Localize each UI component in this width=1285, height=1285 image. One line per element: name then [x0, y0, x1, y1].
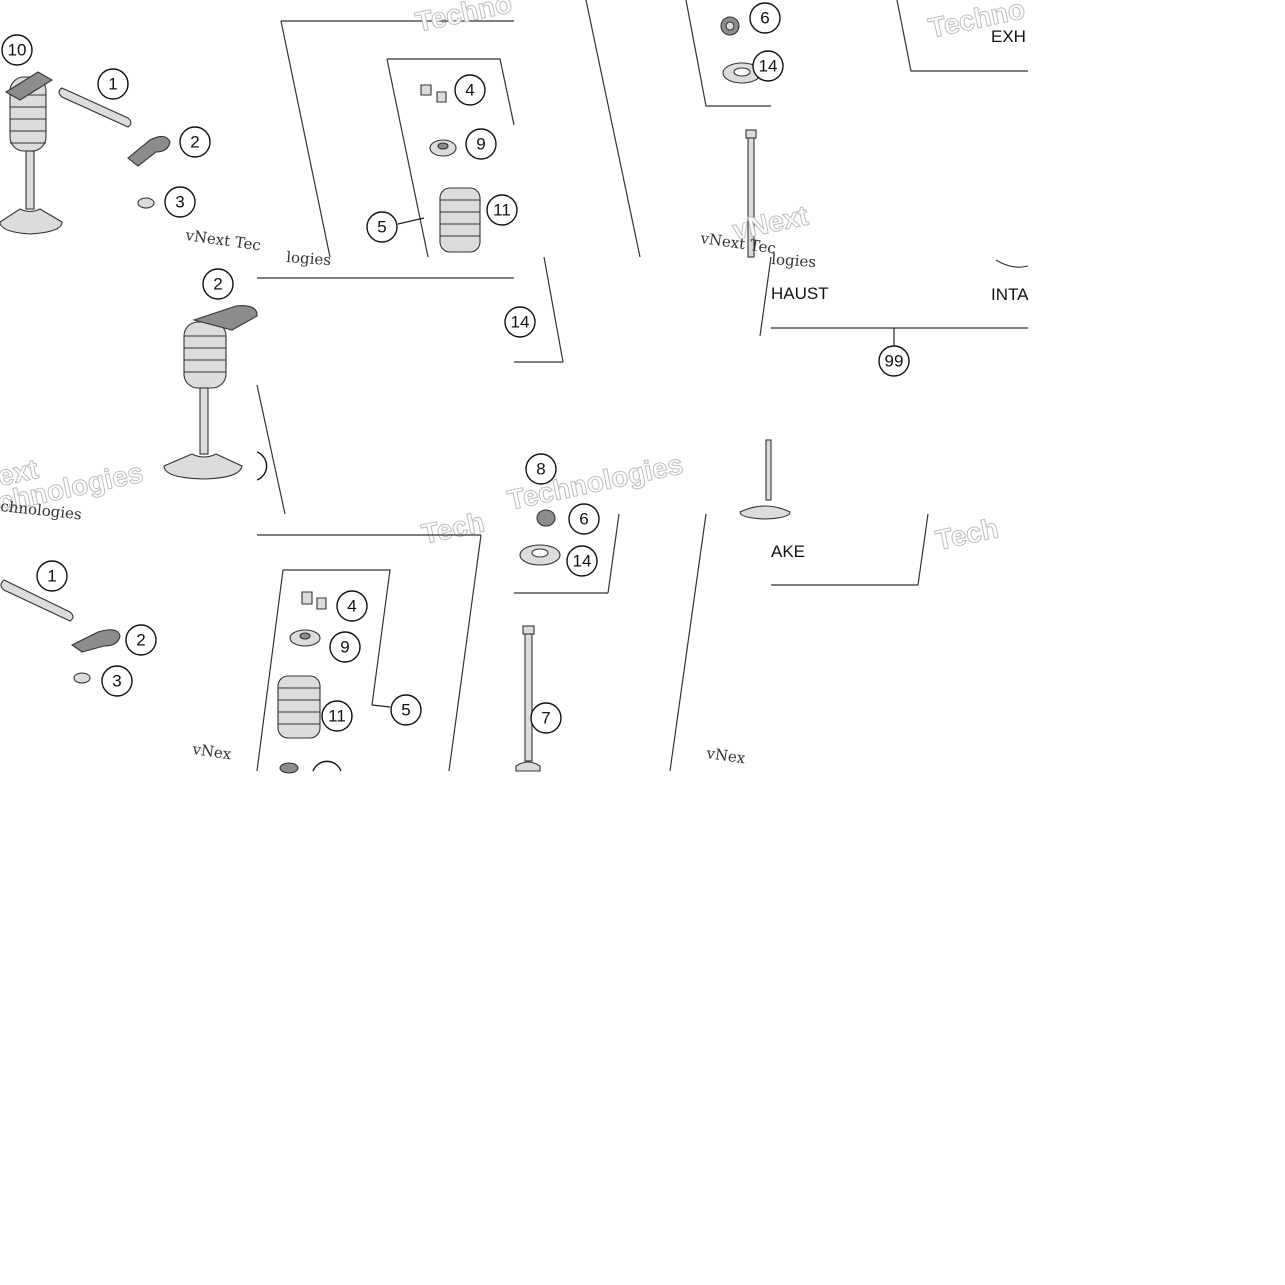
svg-text:1: 1	[108, 75, 117, 94]
spring-seat-washer-part	[519, 544, 561, 566]
callout-4: 4	[336, 590, 368, 622]
callout-4: 4	[454, 74, 486, 106]
intake-label: AKE	[771, 542, 805, 561]
spring-seat-washer-part	[722, 62, 762, 84]
tile-6-seal-assembly: 14 8 6 14 Technologies Tech	[418, 256, 686, 594]
svg-text:7: 7	[541, 709, 550, 728]
callout-14: 14	[504, 306, 536, 338]
svg-text:10: 10	[8, 41, 27, 60]
valve-stem-seal-part	[536, 509, 556, 527]
svg-text:11: 11	[328, 707, 346, 726]
valve-spring-part	[439, 187, 481, 253]
exhaust-label: HAUST	[771, 284, 829, 303]
tile-9-rocker-arm-assembly: 1 2 3 4 9 11 5 vNex	[0, 534, 482, 774]
valve-keeper-part	[420, 84, 447, 103]
watermark-text: Tech	[933, 512, 1001, 555]
svg-text:3: 3	[112, 672, 121, 691]
callout-2: 2	[179, 126, 211, 158]
valve-spring-part	[277, 675, 321, 739]
watermark-text: vNex	[704, 744, 747, 767]
callout-9: 9	[329, 631, 361, 663]
callout-5: 5	[390, 694, 422, 726]
svg-text:1: 1	[47, 567, 56, 586]
callout-14: 14	[752, 50, 784, 82]
spring-retainer-part	[429, 139, 457, 157]
svg-text:14: 14	[573, 552, 592, 571]
rocker-arm-part	[127, 135, 171, 167]
svg-text:8: 8	[536, 460, 545, 479]
svg-text:3: 3	[175, 193, 184, 212]
spring-retainer-part	[289, 629, 321, 647]
svg-text:9: 9	[476, 135, 485, 154]
callout-1: 1	[36, 560, 68, 592]
svg-text:4: 4	[465, 81, 474, 100]
valve-keeper-part	[301, 591, 327, 610]
svg-text:2: 2	[213, 275, 222, 294]
tile-2-exhaust-seal-assembly: 6 14 vNext Tec vNext	[585, 0, 811, 258]
callout-14: 14	[566, 545, 598, 577]
svg-text:14: 14	[511, 313, 530, 332]
valve-stem-seal-part	[279, 762, 299, 774]
callout-7: 7	[530, 702, 562, 734]
callout-10: 10	[1, 34, 33, 66]
callout-3: 3	[101, 665, 133, 697]
callout-5: 5	[366, 211, 398, 243]
valve-stem-seal-part	[720, 16, 740, 36]
callout-11: 11	[486, 194, 518, 226]
svg-text:4: 4	[347, 597, 356, 616]
svg-text:6: 6	[760, 9, 769, 28]
callout-3: 3	[164, 186, 196, 218]
watermark-text: vNex	[190, 740, 233, 763]
exhaust-label: EXH	[991, 27, 1026, 46]
valve-part	[745, 129, 757, 258]
svg-text:2: 2	[136, 631, 145, 650]
rocker-arm-part	[70, 629, 121, 653]
valve-part	[515, 625, 541, 772]
callout-2: 2	[125, 624, 157, 656]
callout-9: 9	[465, 128, 497, 160]
watermark-text: vNext Tec	[183, 226, 262, 255]
watermark-text: Tech	[419, 506, 487, 549]
callout-6: 6	[568, 503, 600, 535]
callout-8: 8	[525, 453, 557, 485]
svg-text:11: 11	[493, 201, 511, 220]
tile-3-exhaust-label: EXH Techno	[896, 0, 1028, 72]
valve-part	[739, 439, 791, 520]
watermark-text: logies	[771, 250, 817, 271]
svg-text:5: 5	[377, 218, 386, 237]
svg-text:14: 14	[759, 57, 778, 76]
tile-5-frame-fragment	[256, 277, 514, 515]
rocker-valve-assembly-part	[0, 71, 63, 235]
callout-99: 99	[878, 345, 910, 377]
watermark-text: Techno	[413, 0, 515, 38]
svg-text:6: 6	[579, 510, 588, 529]
tile-4-valve-assembly: 2 ext chnologies chnologies	[0, 268, 258, 524]
shim-part	[137, 197, 155, 209]
rocker-shaft-part	[0, 579, 74, 622]
svg-text:5: 5	[401, 701, 410, 720]
callout-2: 2	[202, 268, 234, 300]
rocker-shaft-part	[58, 87, 132, 128]
tile-7-intake-exhaust-labels: HAUST INTA AKE 99 logies Tech	[739, 250, 1029, 586]
svg-text:9: 9	[340, 638, 349, 657]
svg-text:99: 99	[885, 352, 904, 371]
rocker-valve-assembly-part	[163, 305, 258, 480]
tile-10-valve: 7 vNex	[515, 513, 747, 772]
callout-6: 6	[749, 2, 781, 34]
tile-1-rocker-arm-assembly: 10 1 2 3 4 9 11 5 Techno vNext Tec logie…	[0, 0, 518, 269]
svg-text:2: 2	[190, 133, 199, 152]
watermark-text: logies	[286, 248, 332, 269]
callout-11: 11	[321, 700, 353, 732]
callout-1: 1	[97, 68, 129, 100]
shim-part	[73, 672, 91, 684]
intake-label: INTA	[991, 285, 1029, 304]
